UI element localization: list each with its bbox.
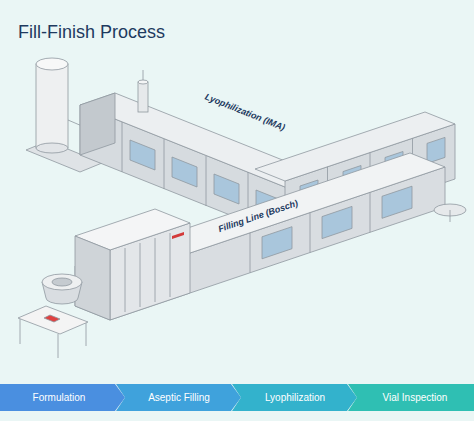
- process-step: Aseptic Filling: [116, 384, 242, 411]
- feeder-and-table: [44, 315, 60, 322]
- filling-line: [370, 192, 371, 232]
- filling-line: [262, 227, 292, 259]
- lyophilization-block: [80, 93, 115, 155]
- filling-machine: [170, 233, 171, 297]
- filling-machine: [125, 248, 126, 312]
- lyophilization-block: [206, 156, 207, 206]
- filling-machine: [75, 236, 110, 320]
- lyophilization-line: [427, 137, 445, 163]
- filling-line: [75, 153, 466, 320]
- process-step: Lyophilization: [232, 384, 358, 411]
- step-label: Formulation: [33, 392, 86, 403]
- feeder-and-table: [20, 319, 21, 344]
- chevron-fill: [116, 384, 241, 411]
- lyophilization-block: [122, 122, 123, 172]
- lyophilization-block: [138, 82, 148, 112]
- silo-tank: [36, 58, 68, 70]
- process-step: Formulation: [0, 384, 126, 411]
- filling-line: [382, 186, 412, 218]
- feeder-and-table: [52, 278, 72, 286]
- filling-machine: [140, 243, 141, 307]
- step-content: Formulation: [0, 384, 126, 411]
- chevron-fill: [232, 384, 357, 411]
- lyophilization-block: [138, 80, 148, 84]
- step-content: Lyophilization: [232, 384, 358, 411]
- lyophilization-block: [172, 157, 197, 187]
- process-step: Vial Inspection: [348, 384, 474, 411]
- feeder-and-table: [18, 306, 88, 334]
- silo-tank: [36, 143, 68, 153]
- feeder-and-table: [58, 334, 59, 358]
- chevron-fill: [348, 384, 474, 411]
- filling-line: [250, 233, 251, 273]
- lyophilization-block: [214, 174, 239, 204]
- feeder-and-table: [42, 274, 82, 290]
- lyophilization-block: [130, 140, 155, 170]
- filling-line: [110, 167, 445, 320]
- step-content: Aseptic Filling: [116, 384, 242, 411]
- step-label: Lyophilization: [265, 392, 325, 403]
- filling-line: [450, 210, 451, 222]
- lyophilization-block: [143, 70, 144, 80]
- silo-tank: [36, 64, 68, 148]
- step-label: Aseptic Filling: [148, 392, 210, 403]
- step-label: Vial Inspection: [383, 392, 448, 403]
- feeder-and-table: [86, 323, 87, 346]
- feeder-and-table: [18, 274, 88, 358]
- machine-label: Lyophilization (IMA): [203, 91, 286, 132]
- filling-machine: [75, 209, 190, 320]
- filling-machine: [172, 232, 184, 239]
- chevron-fill: [0, 384, 125, 411]
- filling-line: [310, 213, 311, 253]
- step-content: Vial Inspection: [348, 384, 474, 411]
- title: Fill-Finish Process: [18, 22, 165, 43]
- filling-machine: [155, 238, 156, 302]
- filling-line: [322, 206, 352, 238]
- lyophilization-block: [164, 139, 165, 189]
